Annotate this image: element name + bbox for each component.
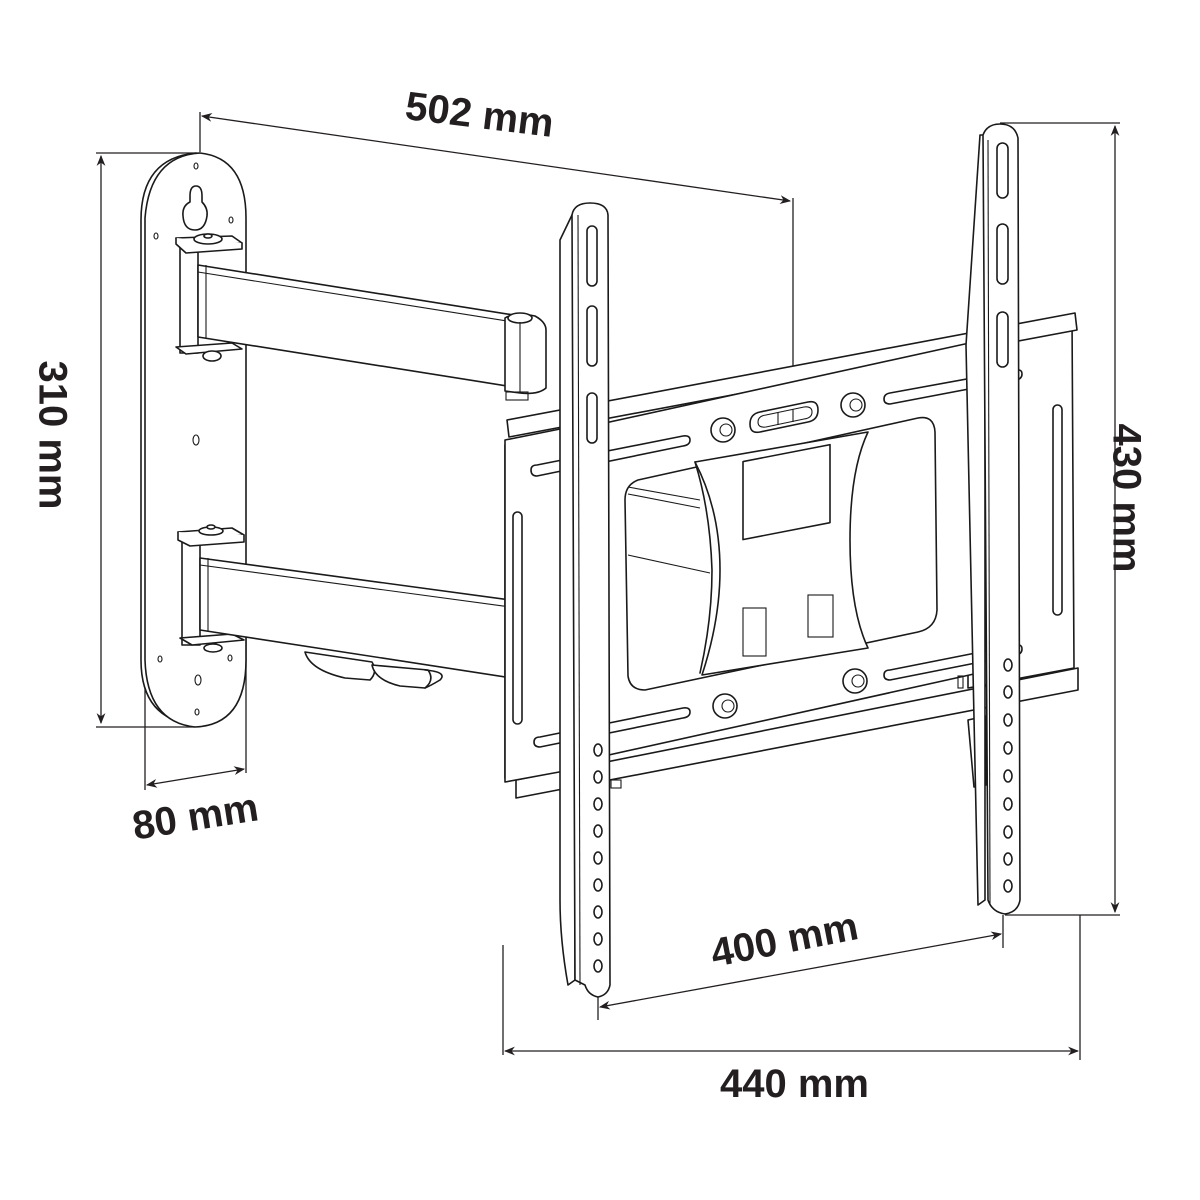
dimension-label-wall-plate-height: 310 mm <box>30 360 75 510</box>
dimension-lines <box>96 112 1120 1060</box>
right-vertical-rail <box>965 123 1021 915</box>
nut-lower-right <box>842 668 868 694</box>
nut-upper-left <box>710 417 736 443</box>
dimension-label-overall-width: 440 mm <box>720 1062 869 1106</box>
nut-upper-right <box>840 392 866 418</box>
upper-arm <box>175 233 547 401</box>
nut-lower-left <box>712 693 738 719</box>
left-vertical-rail <box>559 202 622 998</box>
bubble-level <box>749 400 819 434</box>
dimension-label-rail-height: 430 mm <box>1104 423 1149 573</box>
